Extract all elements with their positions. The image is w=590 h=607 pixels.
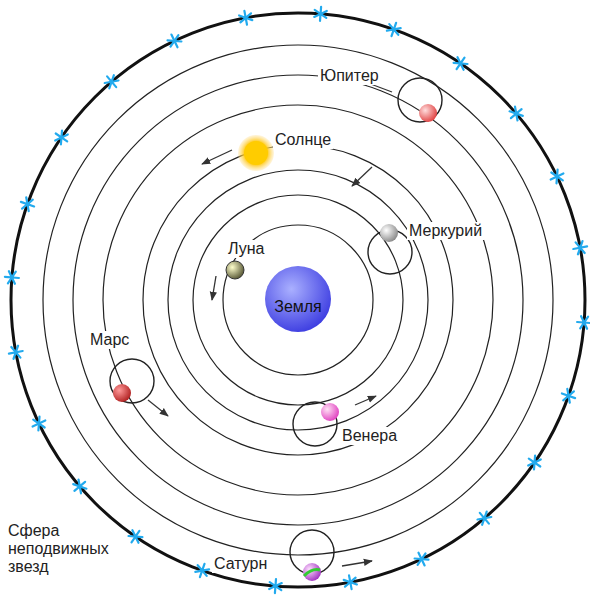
- planet-label: Юпитер: [318, 67, 381, 85]
- planet-label: Луна: [226, 240, 266, 258]
- planet-label: Солнце: [273, 131, 333, 149]
- planet-label: Венера: [340, 427, 399, 445]
- planet-label: Сатурн: [212, 555, 269, 573]
- earth-ball: Земля: [264, 265, 332, 333]
- node-text: Земля: [264, 298, 332, 316]
- planet-label: Меркурий: [407, 222, 484, 240]
- sphere-label: Сфера неподвижных звезд: [6, 522, 122, 576]
- planet-label: Марс: [88, 331, 131, 349]
